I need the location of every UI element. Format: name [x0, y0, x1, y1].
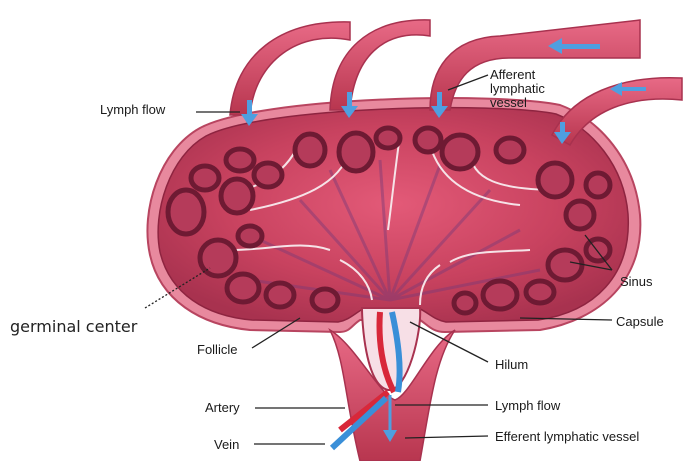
label-hilum: Hilum	[495, 358, 528, 372]
label-sinus: Sinus	[620, 275, 653, 289]
label-follicle: Follicle	[197, 343, 237, 357]
label-capsule: Capsule	[616, 315, 664, 329]
label-afferent-line3: vessel	[490, 96, 527, 110]
label-lymph-flow-top: Lymph flow	[100, 103, 165, 117]
label-vein: Vein	[214, 438, 239, 452]
label-afferent-line2: lymphatic	[490, 82, 545, 96]
label-efferent-lymphatic-vessel: Efferent lymphatic vessel	[495, 430, 639, 444]
label-afferent-line1: Afferent	[490, 68, 535, 82]
label-lymph-flow-bottom: Lymph flow	[495, 399, 560, 413]
label-germinal-center: germinal center	[10, 320, 137, 334]
label-artery: Artery	[205, 401, 240, 415]
